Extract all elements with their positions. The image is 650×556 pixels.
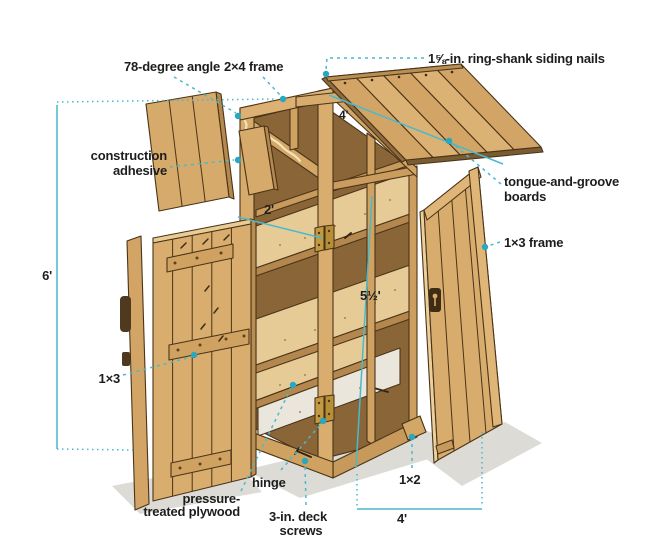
back-corner-stud: [408, 163, 418, 438]
leader-78-degree: [173, 76, 237, 114]
label-boards: boards: [504, 189, 546, 204]
hinge-lower: [314, 394, 335, 425]
label-tongue-and-groove: tongue-and-groove: [504, 174, 619, 189]
dim-4ft-depth: [356, 432, 483, 510]
door-tick-marks: [180, 234, 230, 342]
door-jamb: [126, 235, 150, 511]
door-batten-middle: [168, 328, 250, 361]
latch-icon: [429, 288, 441, 312]
side-panel-board-lines: [437, 177, 487, 452]
label-hinge: hinge: [252, 475, 286, 490]
door-batten-top: [166, 243, 234, 273]
label-pressure: pressure-: [183, 491, 240, 506]
siding-panel-small: [238, 125, 275, 196]
leader-2x4-frame: [262, 76, 282, 97]
label-dim-6ft: 6': [42, 268, 52, 283]
leader-dots: [190, 70, 489, 465]
dim-2ft: [237, 216, 323, 239]
label-dim-4ft: 4': [397, 511, 407, 526]
label-siding-nails: 1⅝-in. ring-shank siding nails: [428, 51, 605, 66]
leader-hinge: [280, 423, 322, 471]
label-construction: construction: [91, 148, 168, 163]
dimension-lines: [56, 57, 504, 510]
label-deck-screws-2: screws: [280, 523, 323, 538]
leader-1x3-batten: [122, 356, 192, 376]
label-treated-plywood: treated plywood: [143, 504, 240, 519]
door-board-lines: [172, 227, 232, 497]
shelf-screws: [344, 232, 389, 393]
siding-nails: [343, 70, 454, 85]
dim-5half-ft: [355, 195, 373, 469]
door-panel: [152, 223, 252, 502]
label-dim-roof-4ft: 4': [339, 108, 349, 122]
labels: 78-degree angle 2×4 frame 1⅝-in. ring-sh…: [42, 51, 619, 538]
door-batten-bottom: [170, 449, 232, 478]
panel-frame-top: [423, 166, 482, 221]
side-panel: [419, 166, 503, 464]
leader-1x3-frame: [487, 241, 501, 247]
hinge-upper: [314, 224, 335, 253]
siding-panel-large: [145, 91, 230, 212]
label-1x3-batten: 1×3: [99, 371, 120, 386]
door-handle: [120, 296, 131, 332]
label-1x3-frame: 1×3 frame: [504, 235, 563, 250]
label-78-degree-angle: 78-degree angle: [124, 59, 220, 74]
leader-lines: [122, 57, 502, 506]
panel-shadow: [425, 422, 542, 486]
dim-6ft: [56, 98, 277, 451]
panel-frame-side: [468, 166, 503, 428]
leader-plywood: [240, 387, 292, 492]
label-adhesive: adhesive: [113, 163, 167, 178]
label-dim-2ft: 2': [264, 202, 274, 217]
panel-bottom-cleat: [435, 439, 455, 455]
siding-panels: [145, 91, 279, 212]
skid-1x2-block: [401, 415, 427, 441]
label-1x2: 1×2: [399, 472, 420, 487]
dim-roof-4ft: [328, 94, 504, 165]
label-deck-screws-1: 3-in. deck: [269, 509, 328, 524]
door-assembly: [120, 218, 257, 511]
label-dim-5half: 5½': [360, 288, 381, 303]
leader-nails: [325, 57, 424, 71]
door-latch: [122, 352, 130, 366]
label-2x4-frame: 2×4 frame: [224, 59, 283, 74]
